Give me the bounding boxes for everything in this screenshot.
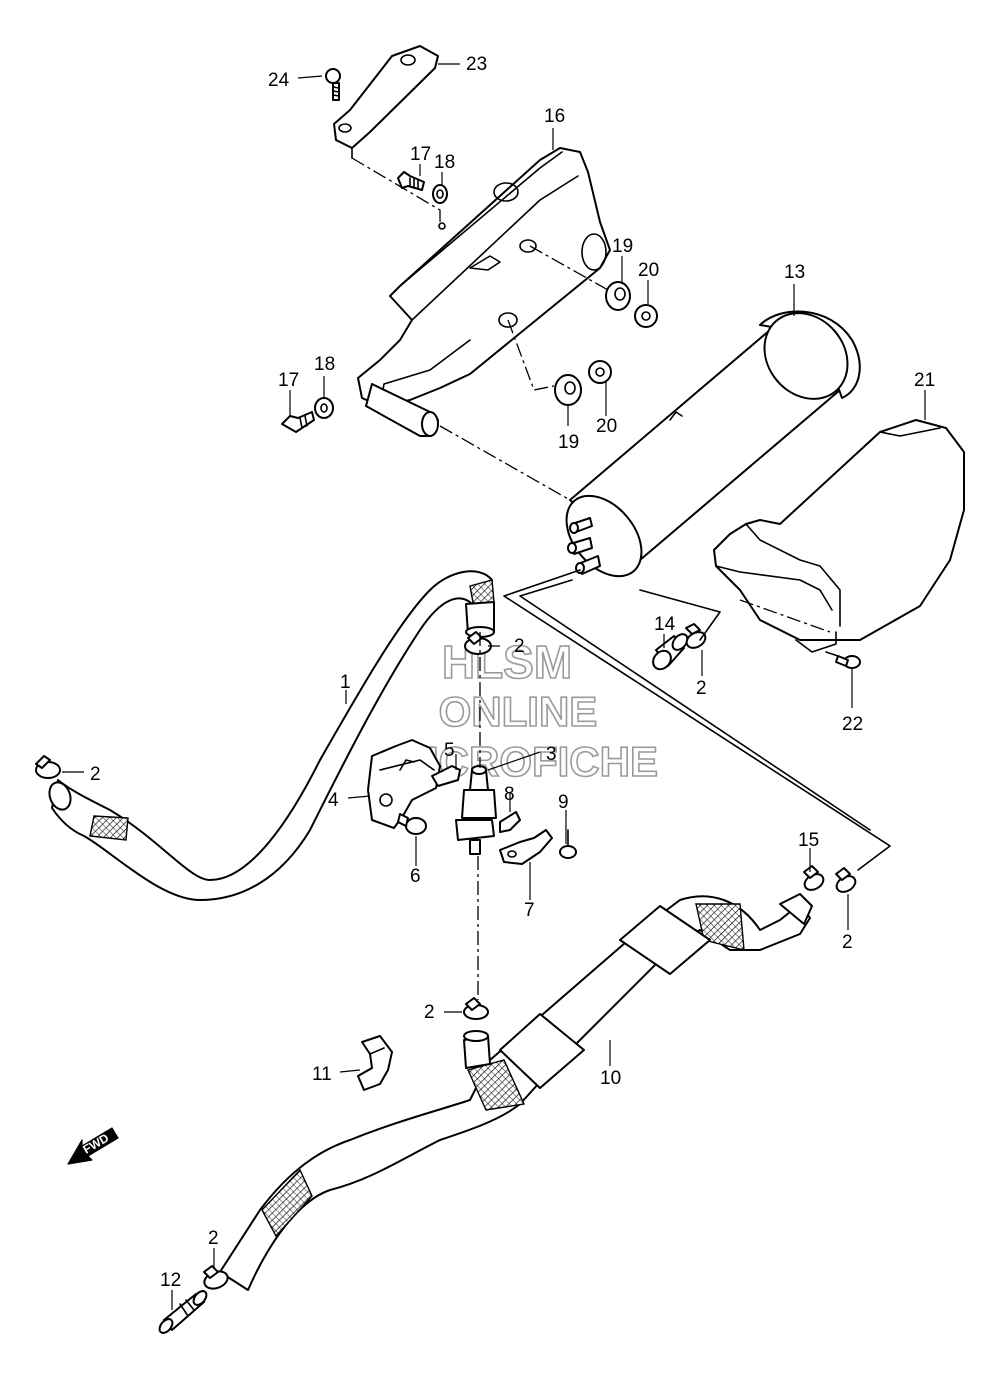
assembly-lines (351, 157, 891, 1000)
callout-21: 21 (914, 370, 935, 391)
callout-20-upper: 20 (638, 260, 659, 281)
callout-2-left: 2 (90, 764, 101, 785)
canister-bracket-part-16 (357, 147, 611, 437)
callout-18-upper: 18 (434, 152, 455, 173)
callout-10: 10 (600, 1068, 621, 1089)
washer-part-18-lower (314, 397, 334, 419)
callout-18-lower: 18 (314, 354, 335, 375)
clamp-part-2-lower-center (463, 997, 489, 1020)
callout-15: 15 (798, 830, 819, 851)
fwd-arrow: FWD (67, 1127, 119, 1165)
callout-23: 23 (466, 54, 487, 75)
callout-14: 14 (654, 614, 676, 635)
callout-2-right: 2 (842, 932, 853, 953)
callout-2-bottom: 2 (208, 1228, 219, 1249)
hose-part-10 (219, 893, 813, 1291)
bolt-part-17-lower (281, 411, 315, 433)
watermark-line2: ONLINE (439, 688, 598, 735)
callout-17-upper: 17 (410, 144, 431, 165)
clamp-part-2-canister (685, 623, 707, 649)
callout-16: 16 (544, 106, 565, 127)
callout-6: 6 (410, 866, 421, 887)
callout-5: 5 (444, 740, 455, 761)
callout-11: 11 (312, 1064, 332, 1085)
collar-part-20-lower (588, 360, 612, 384)
screw-part-9 (559, 829, 577, 859)
callout-4: 4 (328, 790, 339, 811)
bracket-part-23 (333, 45, 439, 159)
clamp-part-2-bottom (203, 1265, 229, 1290)
watermark-line1: HLSM (442, 636, 572, 688)
callout-22: 22 (842, 714, 863, 735)
callout-20-lower: 20 (596, 416, 617, 437)
callout-2-lower-center: 2 (424, 1002, 435, 1023)
callout-7: 7 (524, 900, 535, 921)
callout-labels: 23 24 16 17 18 19 20 13 21 17 18 19 20 1… (90, 54, 935, 1291)
bracket-part-4 (367, 739, 441, 829)
clamp-part-2-top-center (464, 631, 492, 655)
bolt-part-24 (325, 68, 341, 101)
collar-part-20-upper (634, 304, 658, 328)
clamp-part-2-left (35, 755, 61, 779)
hose-part-1 (48, 570, 495, 901)
screw-part-22 (825, 651, 861, 669)
callout-1: 1 (340, 672, 351, 693)
callout-2-canister: 2 (696, 678, 707, 699)
leader-lines (62, 63, 926, 1310)
callout-13: 13 (784, 262, 805, 283)
callout-19-lower: 19 (558, 432, 579, 453)
callout-9: 9 (558, 792, 569, 813)
valve-part-3 (455, 765, 497, 855)
cover-part-21 (713, 419, 965, 653)
hose-part-14 (652, 633, 689, 671)
clamp-part-15 (803, 865, 825, 891)
callout-24: 24 (268, 70, 290, 91)
callout-8: 8 (504, 784, 515, 805)
callout-19-upper: 19 (612, 236, 633, 257)
clamp-part-7 (499, 829, 553, 865)
grommet-part-19-lower (554, 374, 582, 406)
clip-part-5 (431, 765, 461, 787)
bolt-part-6 (397, 813, 427, 835)
callout-12: 12 (160, 1270, 181, 1291)
canister-part-13 (565, 310, 861, 578)
callout-2-top-center: 2 (514, 636, 525, 657)
clip-part-11 (357, 1035, 393, 1091)
strap-part-8 (499, 811, 521, 833)
callout-17-lower: 17 (278, 370, 299, 391)
fitting-part-12 (158, 1290, 208, 1334)
washer-part-18-upper (432, 184, 448, 204)
clamp-part-2-right (835, 867, 857, 893)
grommet-part-19-upper (605, 281, 631, 311)
callout-3: 3 (546, 744, 557, 765)
